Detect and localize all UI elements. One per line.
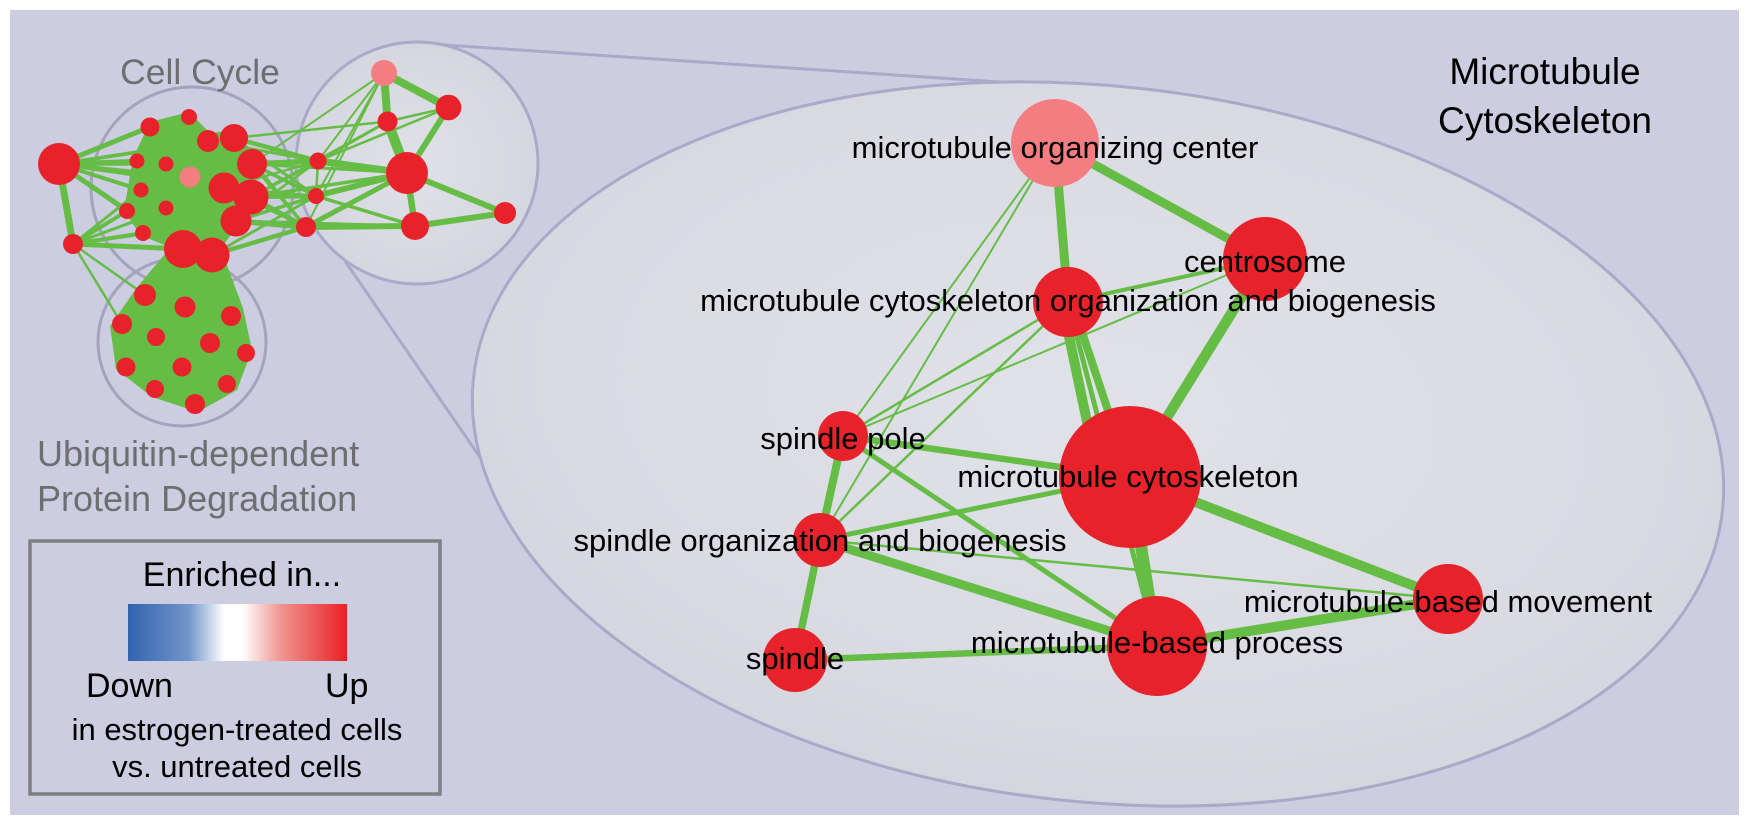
svg-text:spindle pole: spindle pole (760, 421, 925, 456)
svg-text:Protein Degradation: Protein Degradation (37, 478, 357, 519)
svg-text:spindle organization and bioge: spindle organization and biogenesis (574, 523, 1067, 558)
svg-text:Up: Up (325, 667, 368, 705)
svg-text:vs. untreated cells: vs. untreated cells (112, 749, 362, 784)
svg-text:Microtubule: Microtubule (1449, 51, 1640, 92)
svg-text:spindle: spindle (746, 641, 844, 676)
svg-text:Ubiquitin-dependent: Ubiquitin-dependent (37, 433, 359, 474)
svg-text:microtubule organizing center: microtubule organizing center (852, 130, 1259, 165)
svg-text:centrosome: centrosome (1184, 244, 1346, 279)
svg-text:Cytoskeleton: Cytoskeleton (1438, 100, 1652, 141)
svg-text:Enriched in...: Enriched in... (143, 556, 341, 594)
svg-text:microtubule-based movement: microtubule-based movement (1244, 584, 1653, 619)
svg-text:microtubule cytoskeleton: microtubule cytoskeleton (957, 459, 1298, 494)
svg-text:microtubule-based process: microtubule-based process (971, 625, 1343, 660)
svg-text:microtubule cytoskeleton organ: microtubule cytoskeleton organization an… (700, 283, 1436, 318)
svg-text:Cell Cycle: Cell Cycle (120, 52, 280, 92)
svg-text:in estrogen-treated cells: in estrogen-treated cells (72, 712, 403, 747)
svg-text:Down: Down (86, 667, 173, 705)
